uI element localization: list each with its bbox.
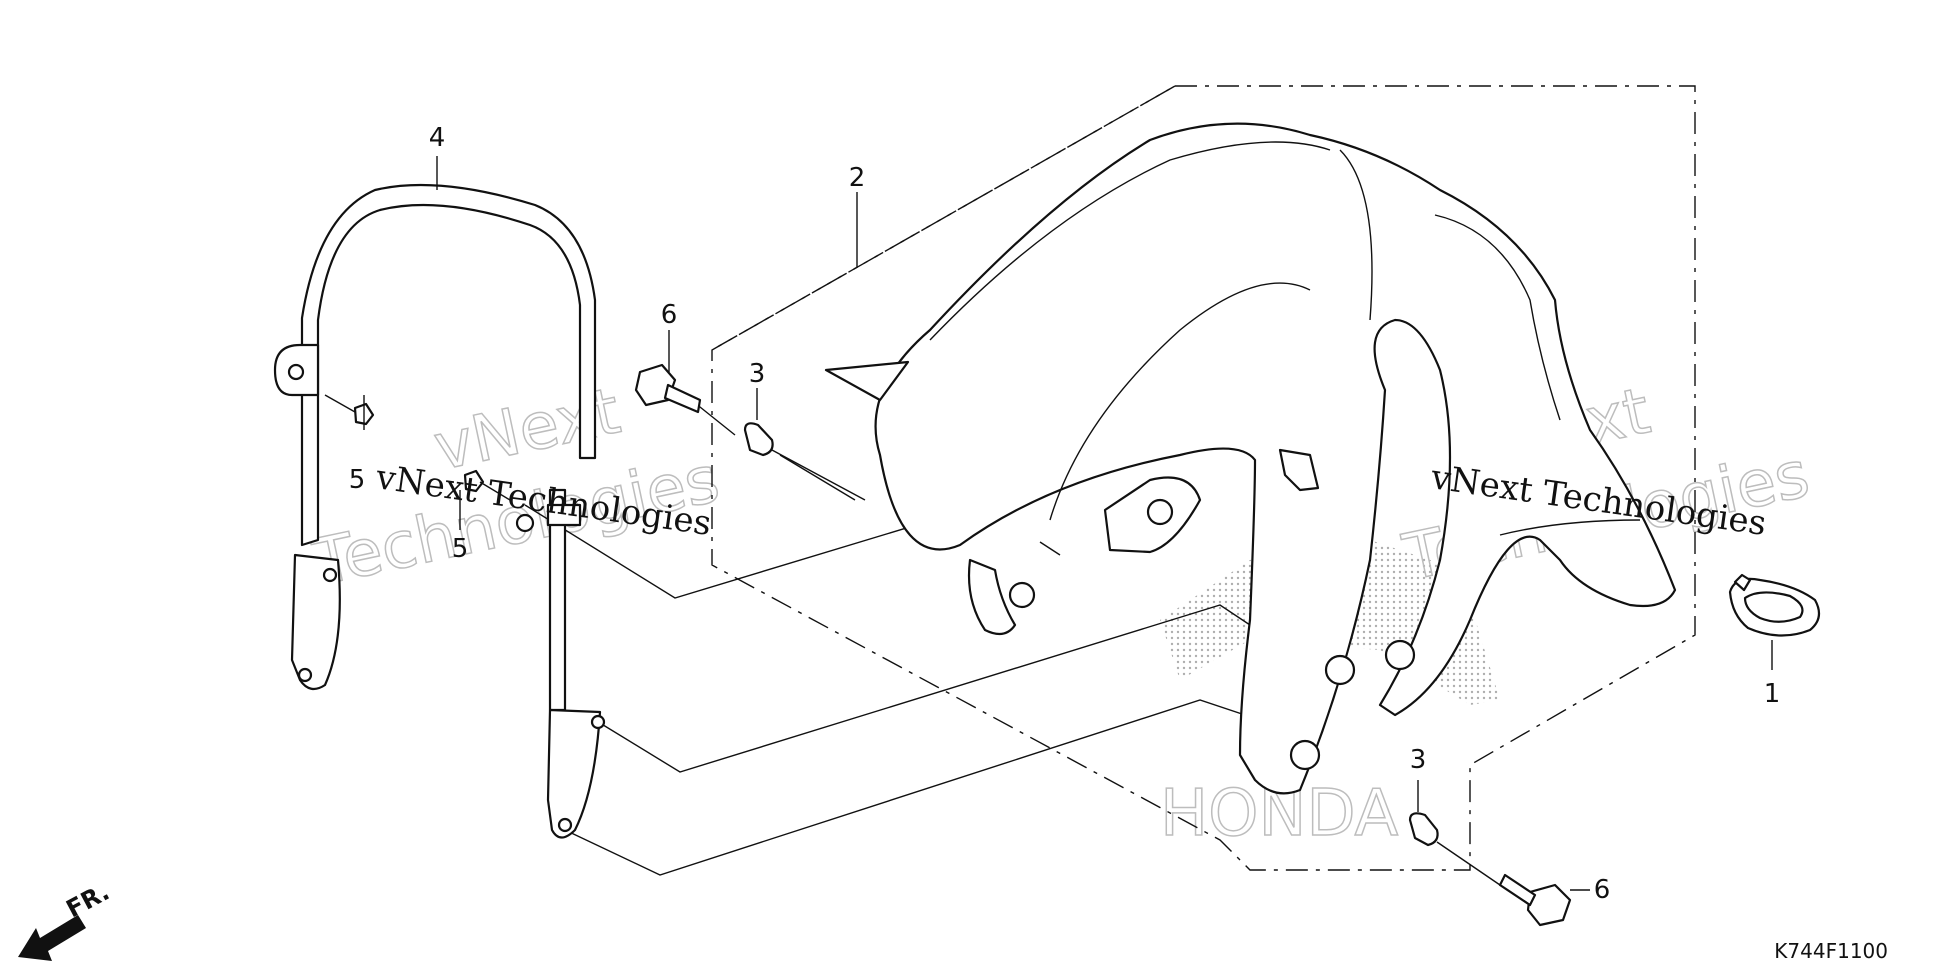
- callout-5-upper: 5: [349, 465, 366, 495]
- callout-6-upper: 6: [661, 300, 678, 330]
- callout-3-lower: 3: [1410, 745, 1427, 775]
- collar-part-lower: [1408, 812, 1501, 886]
- fender-stay-part: [273, 183, 606, 839]
- diagram-code: K744F1100: [1774, 939, 1888, 963]
- bolt-part-lower: [1498, 873, 1572, 927]
- callout-4: 4: [429, 123, 446, 153]
- callout-leader-lines: [363, 156, 1773, 891]
- screw-part-upper: [324, 394, 375, 426]
- front-direction-arrow: FR.: [18, 878, 114, 961]
- collar-part-upper: [743, 422, 866, 501]
- assembly-boundary: [711, 85, 1696, 871]
- bolt-part-upper: [634, 363, 702, 414]
- callout-5-lower: 5: [452, 534, 469, 564]
- callout-1: 1: [1764, 679, 1781, 709]
- screw-part-lower: [463, 469, 511, 501]
- callout-2: 2: [849, 163, 866, 193]
- callout-6-lower: 6: [1594, 875, 1611, 905]
- front-direction-label: FR.: [62, 878, 114, 924]
- callout-3-upper: 3: [749, 359, 766, 389]
- front-fender-part: [824, 122, 1677, 795]
- clip-part: [1728, 573, 1821, 637]
